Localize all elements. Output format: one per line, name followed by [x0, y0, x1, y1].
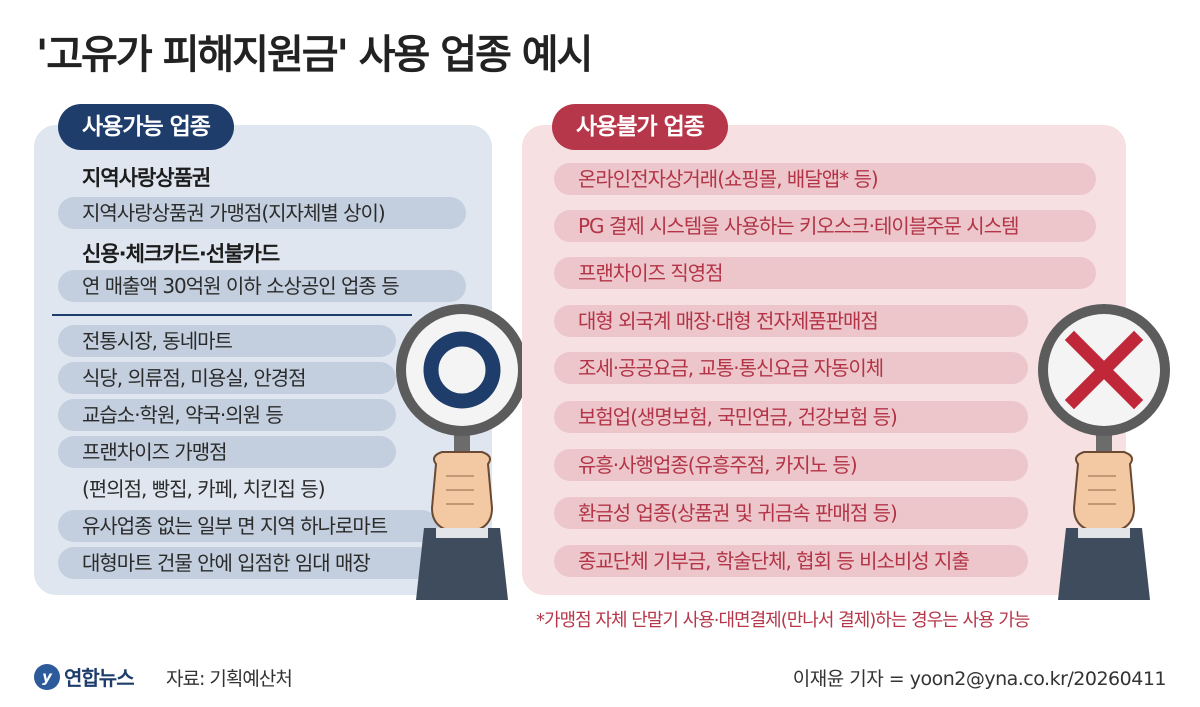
yonhap-logo: y 연합뉴스 — [34, 662, 135, 691]
disallowed-item: 대형 외국계 매장·대형 전자제품판매점 — [554, 305, 1028, 337]
disallowed-item: PG 결제 시스템을 사용하는 키오스크·테이블주문 시스템 — [554, 210, 1096, 242]
divider — [52, 314, 412, 316]
logo-text: 연합뉴스 — [64, 666, 135, 690]
allowed-item: 연 매출액 30억원 이하 소상공인 업종 등 — [58, 270, 466, 302]
disallowed-item: 보험업(생명보험, 국민연금, 건강보험 등) — [554, 401, 1028, 433]
page-title: '고유가 피해지원금' 사용 업종 예시 — [36, 32, 593, 78]
disallowed-item: 프랜차이즈 직영점 — [554, 257, 1096, 289]
yonhap-logo-icon: y — [34, 663, 60, 690]
disallowed-item: 온라인전자상거래(쇼핑몰, 배달앱* 등) — [554, 163, 1096, 195]
allowed-example: 프랜차이즈 가맹점 — [58, 436, 396, 468]
disallowed-item: 환금성 업종(상품권 및 귀금속 판매점 등) — [554, 497, 1028, 529]
source-text: 자료: 기획예산처 — [166, 668, 293, 690]
allowed-example: 유사업종 없는 일부 면 지역 하나로마트 — [58, 510, 438, 542]
allowed-heading-gift-voucher: 지역사랑상품권 — [82, 166, 211, 190]
allowed-example: 식당, 의류점, 미용실, 안경점 — [58, 362, 396, 394]
allowed-example: (편의점, 빵집, 카페, 치킨집 등) — [82, 477, 326, 501]
allowed-example: 교습소·학원, 약국·의원 등 — [58, 399, 396, 431]
disallowed-item: 조세·공공요금, 교통·통신요금 자동이체 — [554, 352, 1028, 384]
credit-text: 이재윤 기자 = yoon2@yna.co.kr/20260411 — [792, 668, 1167, 690]
allowed-badge: 사용가능 업종 — [58, 104, 234, 150]
disallowed-item: 종교단체 기부금, 학술단체, 협회 등 비소비성 지출 — [554, 545, 1028, 577]
magnifier-o-icon — [396, 304, 528, 600]
allowed-item: 지역사랑상품권 가맹점(지자체별 상이) — [58, 197, 466, 229]
disallowed-item: 유흥·사행업종(유흥주점, 카지노 등) — [554, 449, 1028, 481]
allowed-example: 전통시장, 동네마트 — [58, 325, 396, 357]
footnote: *가맹점 자체 단말기 사용·대면결제(만나서 결제)하는 경우는 사용 가능 — [536, 610, 1030, 631]
disallowed-badge: 사용불가 업종 — [552, 104, 728, 150]
magnifier-x-icon — [1038, 304, 1170, 600]
allowed-heading-cards: 신용·체크카드·선불카드 — [82, 242, 280, 266]
allowed-example: 대형마트 건물 안에 입점한 임대 매장 — [58, 547, 438, 579]
